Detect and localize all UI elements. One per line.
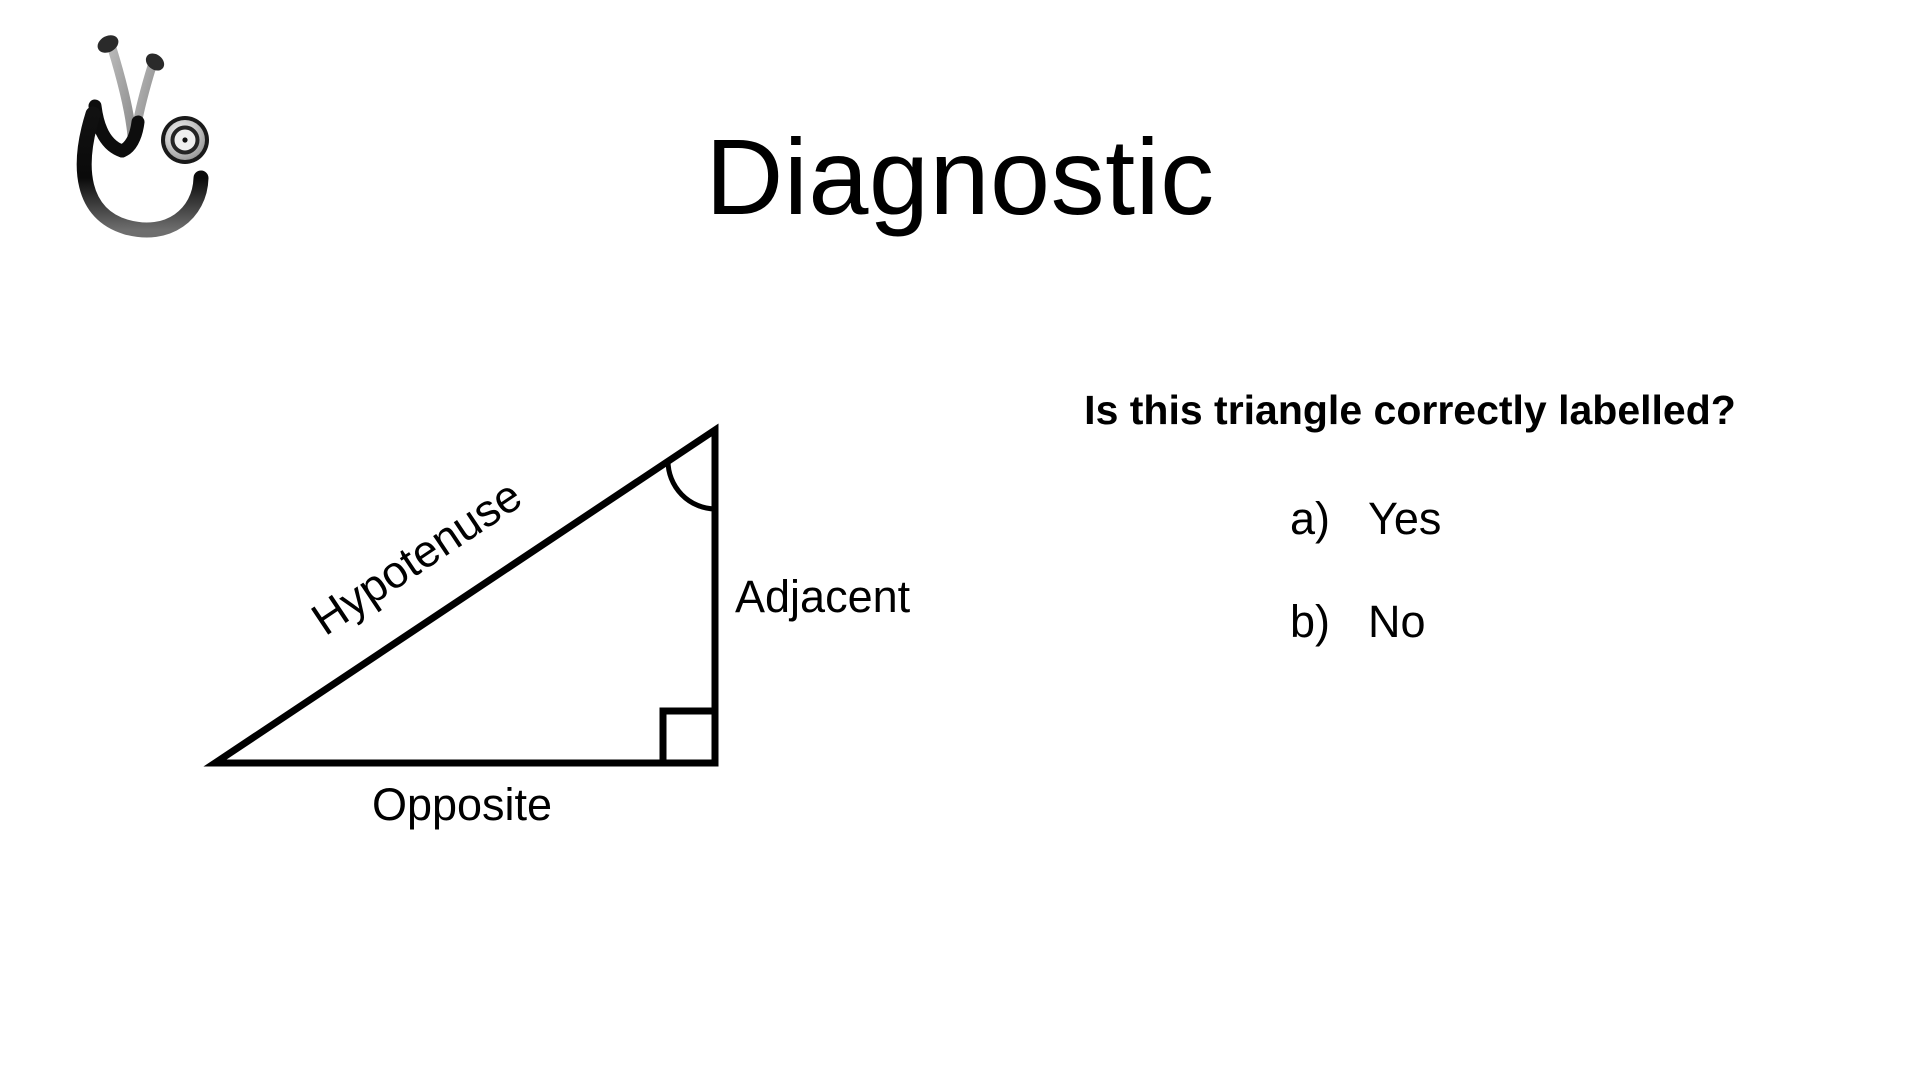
answer-option-a[interactable]: a) Yes bbox=[1290, 496, 1860, 541]
right-angle-square-icon bbox=[659, 707, 715, 763]
opposite-label: Opposite bbox=[372, 779, 552, 830]
page-title: Diagnostic bbox=[705, 116, 1215, 238]
answer-marker-a: a) bbox=[1290, 493, 1331, 545]
stethoscope-icon bbox=[60, 18, 260, 248]
question-prompt: Is this triangle correctly labelled? bbox=[1084, 387, 1736, 433]
triangle-outline bbox=[203, 423, 719, 767]
angle-arc-icon bbox=[665, 460, 716, 512]
answer-marker-b: b) bbox=[1290, 596, 1331, 648]
adjacent-label: Adjacent bbox=[735, 571, 911, 622]
triangle-diagram: Hypotenuse Adjacent Opposite bbox=[150, 400, 911, 840]
question-block: Is this triangle correctly labelled? a) … bbox=[960, 385, 1860, 702]
answer-option-b[interactable]: b) No bbox=[1290, 599, 1860, 644]
answer-label-b: No bbox=[1368, 596, 1426, 648]
answer-options-list: a) Yes b) No bbox=[960, 496, 1860, 644]
answer-label-a: Yes bbox=[1368, 493, 1442, 545]
hypotenuse-label: Hypotenuse bbox=[302, 469, 530, 645]
